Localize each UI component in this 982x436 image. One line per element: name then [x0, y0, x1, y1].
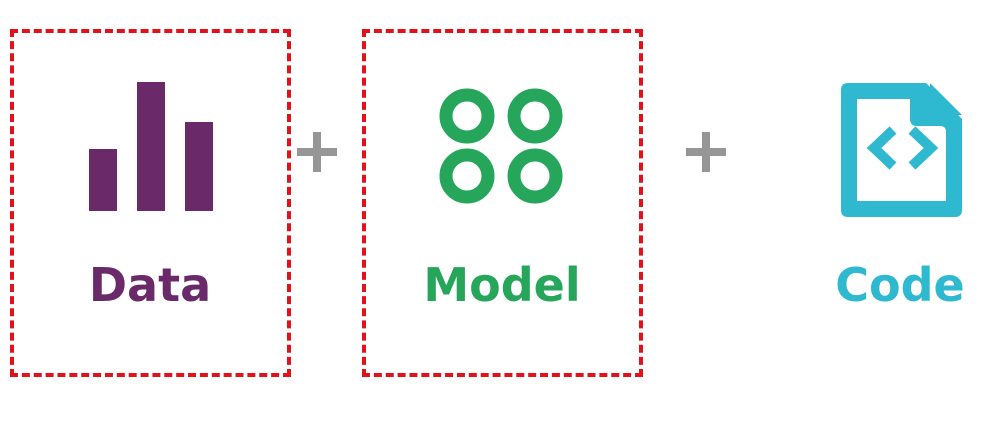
plus-operator-2 — [686, 132, 726, 172]
four-rings-icon — [439, 88, 563, 204]
highlight-box-model — [362, 29, 643, 377]
code-label: Code — [835, 258, 965, 312]
highlight-box-data — [10, 29, 291, 377]
data-label: Data — [88, 258, 212, 312]
plus-operator-1 — [297, 132, 337, 172]
bar-chart-icon — [89, 82, 213, 211]
model-label: Model — [423, 258, 581, 312]
code-file-icon — [841, 83, 962, 217]
